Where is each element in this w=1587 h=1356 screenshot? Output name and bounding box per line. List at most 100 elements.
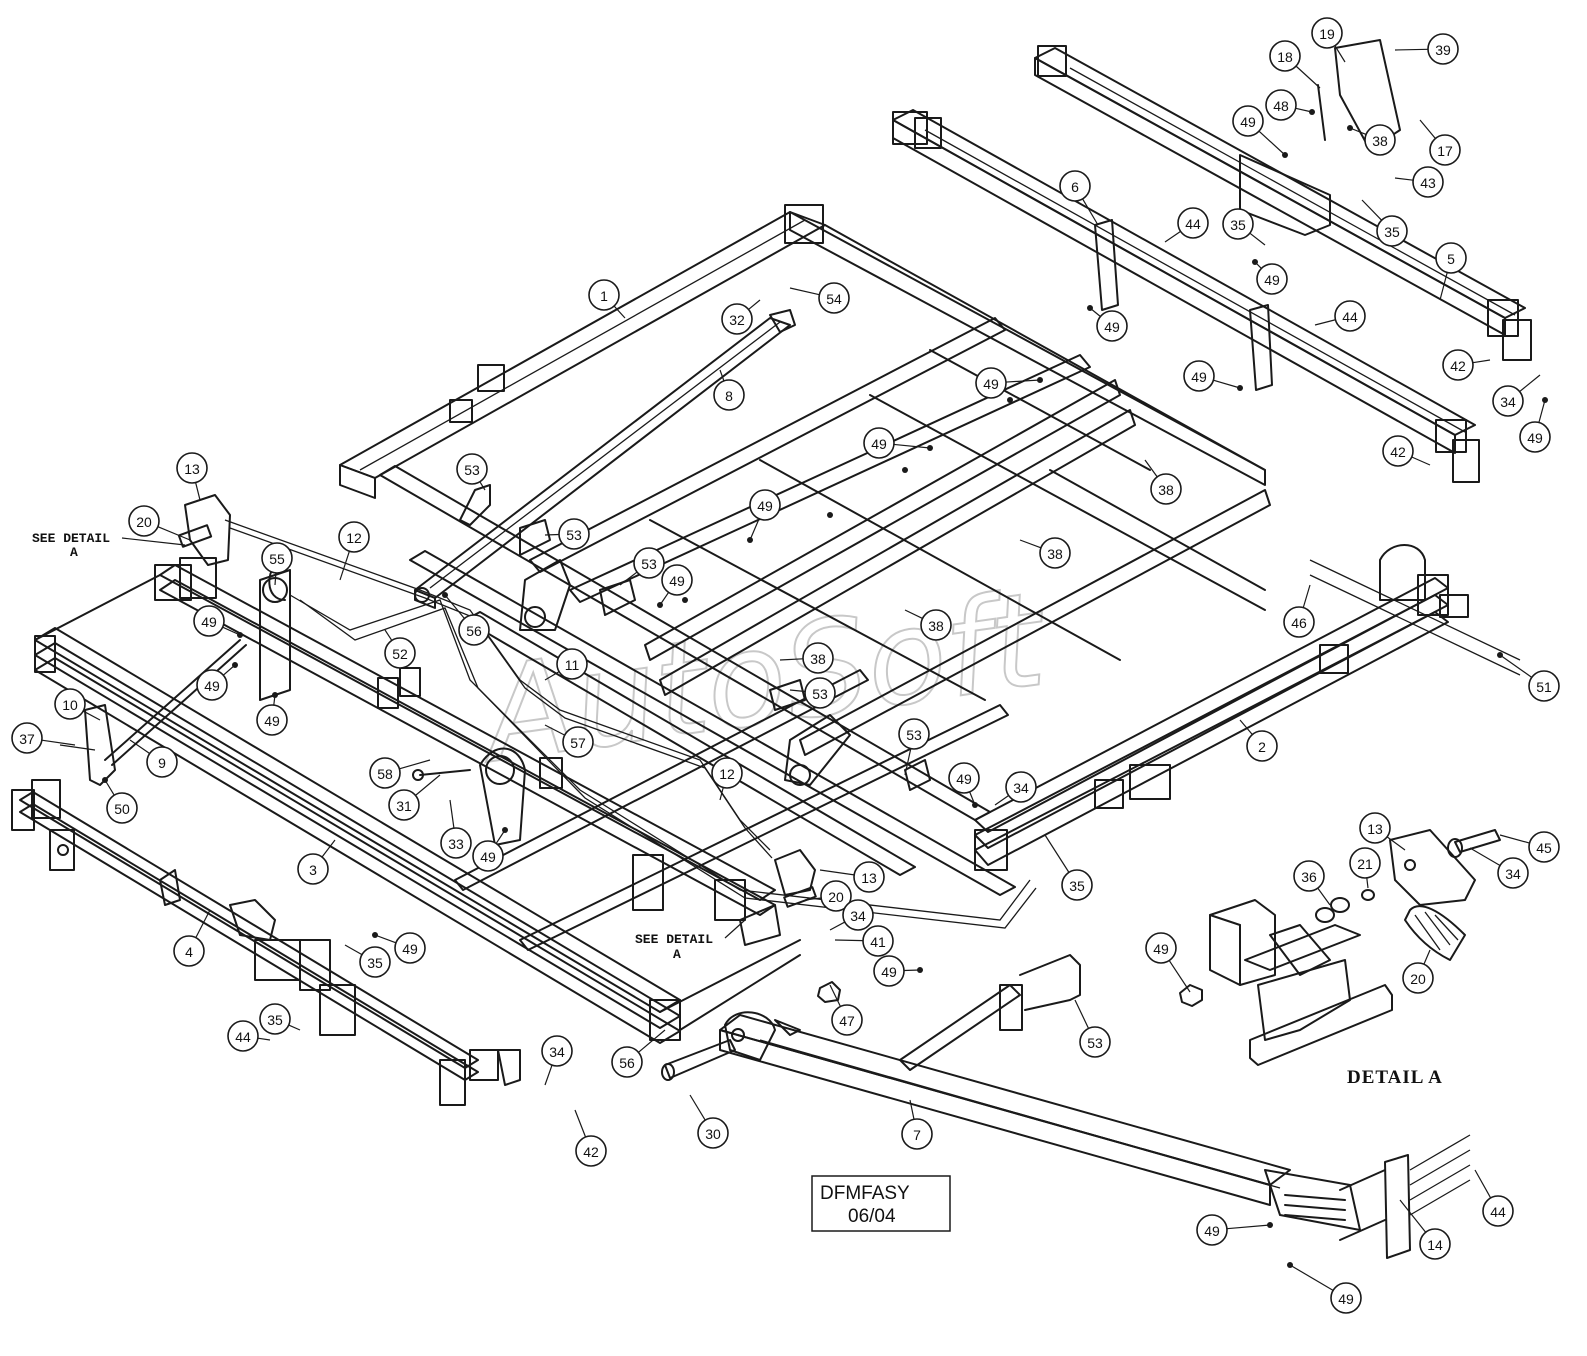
rock-shaft-12 [224, 519, 1037, 929]
rear-beam-5 [1034, 45, 1532, 361]
callout-leader [1499, 834, 1530, 844]
callout-bubble [611, 1046, 643, 1078]
rear-beam-6 [892, 109, 1480, 483]
callout-35: 35 [344, 944, 391, 978]
callout-number: 12 [346, 530, 362, 546]
callout-number: 17 [1437, 143, 1453, 159]
callout-leader [619, 571, 638, 586]
callout-number: 43 [1420, 175, 1436, 191]
callout-number: 35 [1230, 217, 1246, 233]
callout-number: 20 [828, 889, 844, 905]
callout-48: 48 [1265, 89, 1313, 121]
callout-leader [82, 710, 101, 721]
callout-49: 49 [256, 694, 288, 736]
callout-34: 34 [541, 1035, 573, 1086]
callout-leader [1361, 199, 1382, 221]
callout-number: 55 [269, 551, 285, 567]
see-detail-letter-bottom: A [673, 947, 681, 962]
callout-number: 49 [1264, 272, 1280, 288]
callout-leader [1164, 230, 1181, 243]
callout-39: 39 [1394, 33, 1459, 65]
callout-number: 53 [1087, 1035, 1103, 1051]
callout-number: 46 [1291, 615, 1307, 631]
spring-assembly-bottom [739, 849, 817, 946]
callout-leader [274, 572, 277, 586]
callout-bubble [176, 452, 208, 484]
callout-bubble [369, 757, 401, 789]
callout-bubble [749, 489, 781, 521]
callout-bubble [1402, 962, 1434, 994]
callout-leader [659, 592, 670, 606]
callout-leader [834, 939, 864, 942]
callout-number: 49 [1191, 369, 1207, 385]
callout-number: 38 [1372, 133, 1388, 149]
callout-49: 49 [659, 564, 693, 606]
callout-bubble [1196, 1214, 1228, 1246]
callout-38: 38 [1144, 459, 1182, 505]
callout-leader [719, 369, 725, 382]
callout-leader [1538, 399, 1546, 423]
callout-bubble [804, 677, 836, 709]
callout-13: 13 [176, 452, 208, 501]
callout-34: 34 [1492, 374, 1541, 417]
callout-bubble [1442, 349, 1474, 381]
callout-49: 49 [975, 367, 1041, 399]
callout-47: 47 [829, 984, 863, 1036]
callout-bubble [1222, 208, 1254, 240]
callout-bubble [146, 746, 178, 778]
callout-bubble [1519, 421, 1551, 453]
callout-12: 12 [338, 521, 370, 581]
callout-bubble [472, 840, 504, 872]
callout-bubble [1177, 207, 1209, 239]
callout-49: 49 [1254, 261, 1288, 295]
callout-bubble [1382, 435, 1414, 467]
callout-bubble [173, 935, 205, 967]
callout-leader [1411, 456, 1431, 466]
callout-53: 53 [456, 453, 488, 491]
callout-leader [444, 594, 465, 619]
callout-number: 1 [600, 288, 608, 304]
callout-leader [449, 799, 455, 829]
callout-14: 14 [1399, 1199, 1451, 1260]
callout-leader [1005, 379, 1041, 383]
callout-number: 49 [204, 678, 220, 694]
callout-number: 44 [235, 1029, 251, 1045]
callout-bubble [831, 1004, 863, 1036]
callout-number: 52 [392, 646, 408, 662]
callout-bubble [1311, 17, 1343, 49]
callout-49: 49 [863, 427, 931, 459]
callout-leader [1314, 319, 1336, 326]
callout-bubble [1269, 40, 1301, 72]
callout-9: 9 [129, 739, 178, 778]
callout-leader [344, 944, 363, 956]
callout-53: 53 [1074, 999, 1111, 1058]
callout-35: 35 [1361, 199, 1408, 247]
callout-number: 56 [466, 623, 482, 639]
see-detail-letter-top: A [70, 545, 78, 560]
callout-bubble [1150, 473, 1182, 505]
callout-32: 32 [721, 299, 761, 335]
detail-a-drawing [1179, 829, 1501, 1066]
callout-54: 54 [789, 282, 850, 314]
callout-number: 42 [1390, 444, 1406, 460]
callout-49: 49 [1089, 307, 1128, 342]
callout-bubble [1528, 831, 1560, 863]
callout-bubble [259, 1003, 291, 1035]
callout-leader [1044, 834, 1070, 873]
callout-49: 49 [948, 762, 980, 806]
callout-leader [1226, 1224, 1271, 1230]
front-bar-4 [11, 779, 521, 1106]
callout-8: 8 [713, 369, 745, 411]
callout-bubble [1435, 242, 1467, 274]
callout-18: 18 [1269, 40, 1321, 89]
callout-leader [1082, 198, 1099, 226]
pin-30 [661, 1039, 736, 1081]
callout-bubble [11, 722, 43, 754]
callout-leader [1289, 1264, 1334, 1291]
callout-bubble [1005, 771, 1037, 803]
callout-number: 4 [185, 944, 193, 960]
callout-number: 49 [757, 498, 773, 514]
callout-49: 49 [873, 955, 921, 987]
callout-bubble [721, 303, 753, 335]
